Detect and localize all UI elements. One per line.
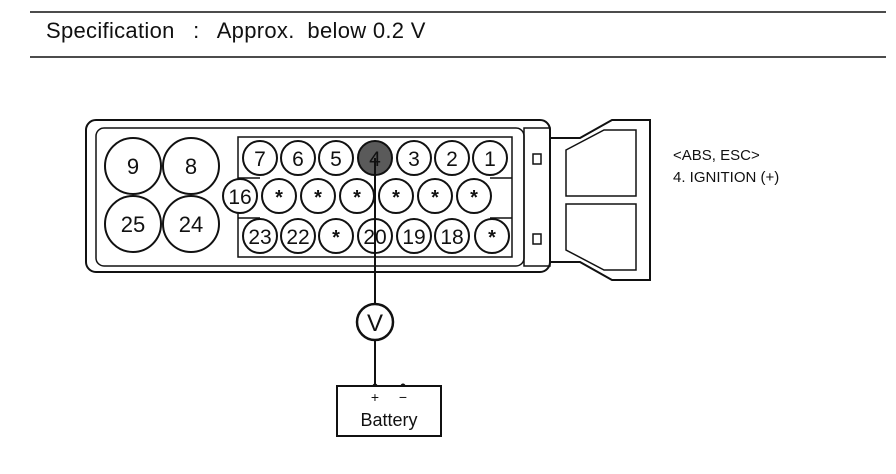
specification-value: Approx. below 0.2 V: [216, 18, 426, 43]
battery-negative-sign: −: [399, 389, 407, 405]
connector-housing: [85, 119, 651, 281]
specification-line: Specification : Approx. below 0.2 V: [46, 18, 426, 44]
pin-16: [222, 178, 258, 214]
large-pin-24-label: 24: [179, 212, 203, 237]
pin-5-label: 5: [330, 148, 342, 171]
pin-22: [280, 218, 316, 254]
pin-unused-label: *: [392, 187, 400, 209]
voltmeter-symbol: V: [367, 310, 383, 337]
pin-unused-label: *: [431, 187, 439, 209]
pin-22-label: 22: [286, 226, 309, 249]
pin-unused: [300, 178, 336, 214]
legend-system: <ABS, ESC>: [673, 147, 760, 164]
large-pin-9-label: 9: [127, 154, 139, 179]
pin-7-label: 7: [254, 148, 266, 171]
battery-label: Battery: [360, 410, 417, 430]
battery-positive-sign: +: [371, 389, 379, 405]
large-pin-25-label: 25: [121, 212, 145, 237]
pin-unused-label: *: [470, 187, 478, 209]
pin-unused: [417, 178, 453, 214]
large-pin-25: [104, 195, 162, 253]
pin-unused-label: *: [353, 187, 361, 209]
pin-unused: [318, 218, 354, 254]
pin-3-label: 3: [408, 148, 420, 171]
middle-pin-row: 16 * * * * * *: [222, 178, 492, 214]
pin-unused: [474, 218, 510, 254]
pin-3: [396, 140, 432, 176]
pin-2-label: 2: [446, 148, 458, 171]
pin-7: [242, 140, 278, 176]
pin-23-label: 23: [248, 226, 271, 249]
pin-19: [396, 218, 432, 254]
pin-2: [434, 140, 470, 176]
battery: [336, 385, 442, 437]
bottom-pin-row: 23 22 * 20 19 18 *: [242, 218, 510, 254]
large-pin-24: [162, 195, 220, 253]
pin-unused-label: *: [332, 227, 340, 249]
legend-pin-function: 4. IGNITION (+): [673, 169, 780, 186]
large-pin-9: [104, 137, 162, 195]
pin-19-label: 19: [402, 226, 425, 249]
pin-6-label: 6: [292, 148, 304, 171]
large-pin-8-label: 8: [185, 154, 197, 179]
large-pin-group: 9 8 25 24: [104, 137, 220, 253]
top-pin-row: 7 6 5 4 3 2 1: [242, 140, 508, 176]
specification-label: Specification: [46, 18, 175, 43]
pin-18: [434, 218, 470, 254]
pin-unused: [378, 178, 414, 214]
pin-1: [472, 140, 508, 176]
pin-unused-label: *: [488, 227, 496, 249]
pin-unused: [261, 178, 297, 214]
large-pin-8: [162, 137, 220, 195]
pin-unused-label: *: [314, 187, 322, 209]
specification-separator: :: [193, 18, 200, 43]
pin-1-label: 1: [484, 148, 496, 171]
pin-legend: <ABS, ESC> 4. IGNITION (+): [673, 145, 779, 189]
pin-unused: [456, 178, 492, 214]
pin-6: [280, 140, 316, 176]
pin-16-label: 16: [228, 186, 251, 209]
pin-unused-label: *: [275, 187, 283, 209]
pin-18-label: 18: [440, 226, 463, 249]
pin-23: [242, 218, 278, 254]
pin-5: [318, 140, 354, 176]
